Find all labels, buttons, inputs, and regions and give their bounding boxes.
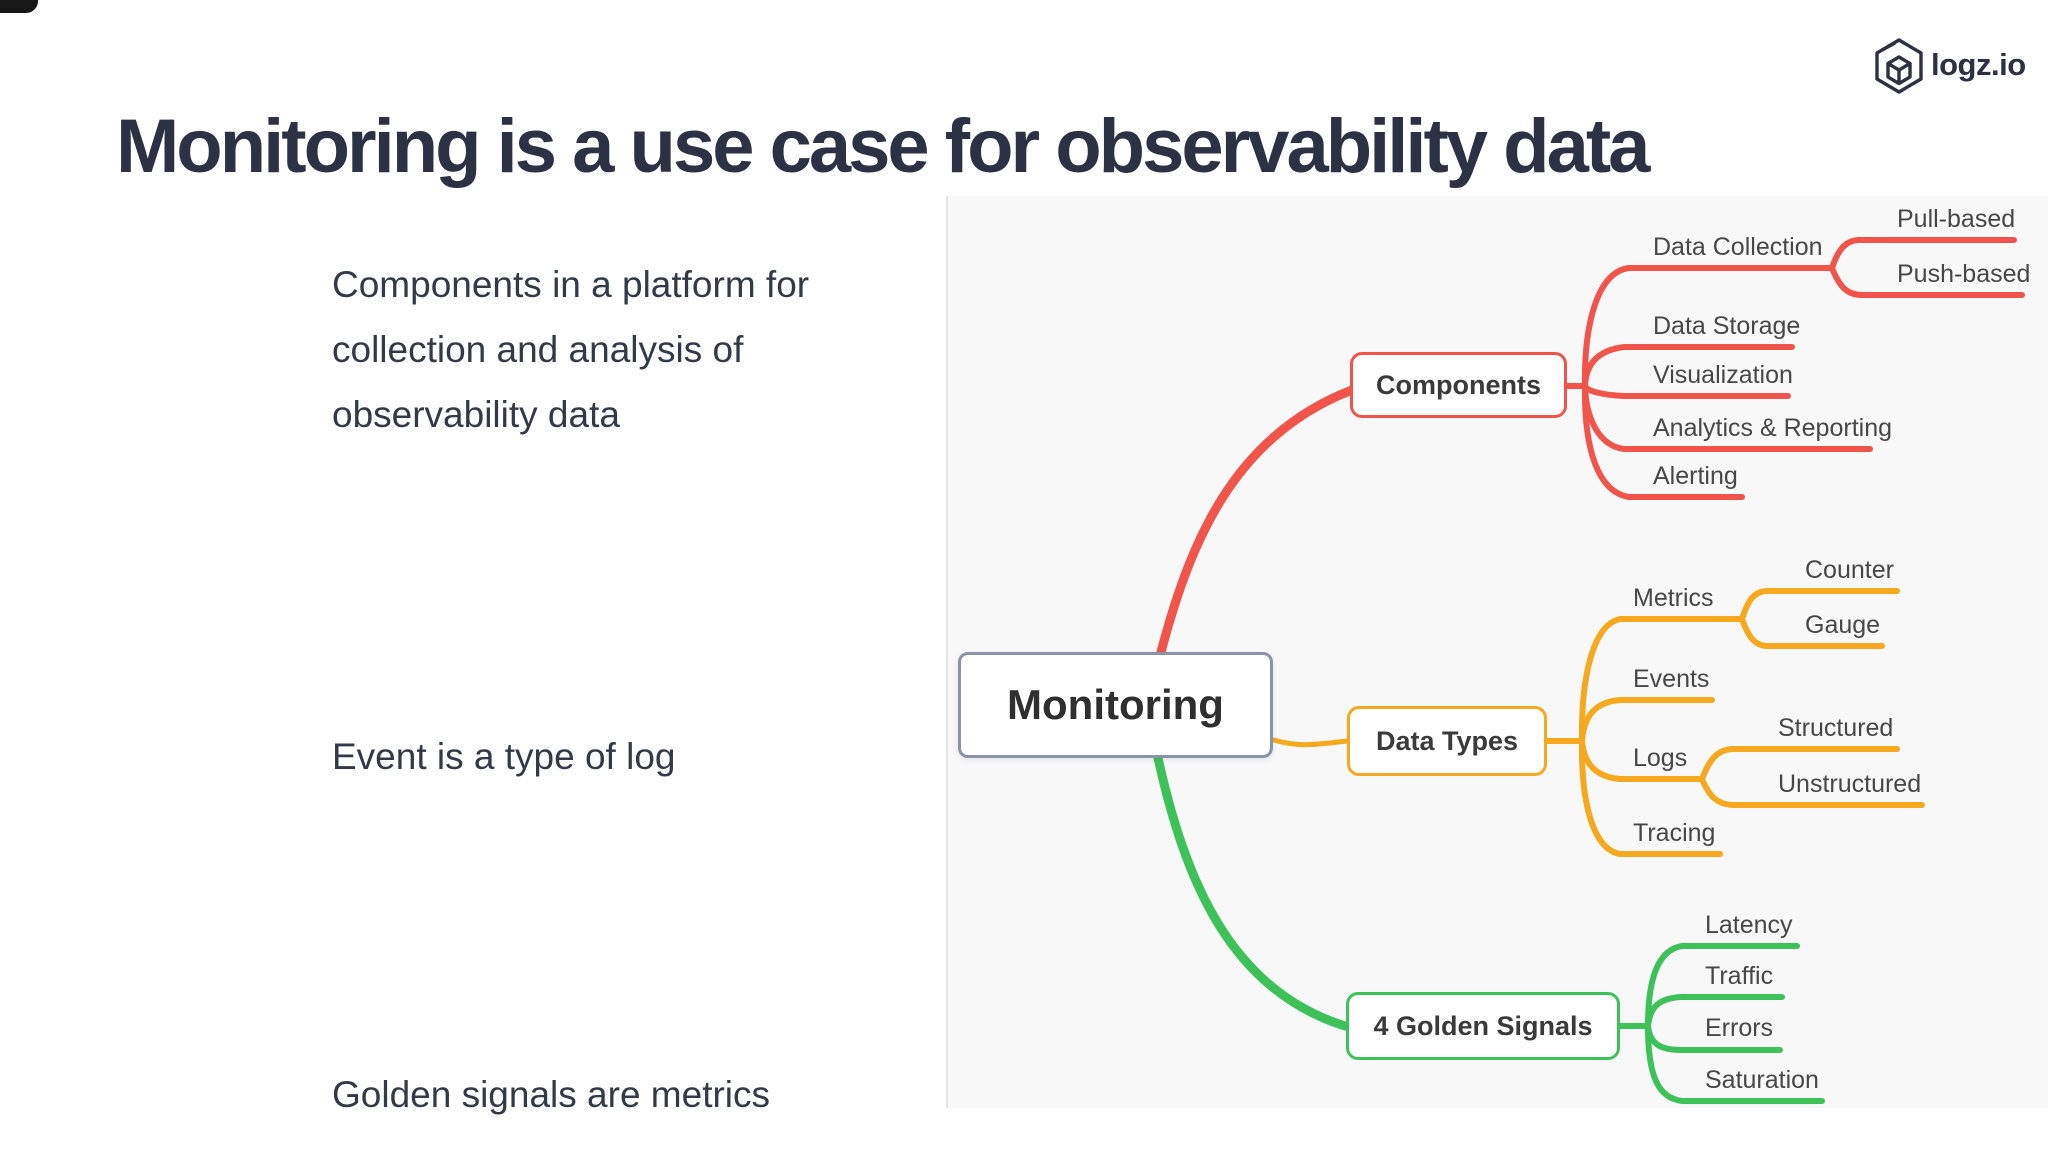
leaf-counter: Counter [1805,556,1894,584]
node-golden-signals: 4 Golden Signals [1346,992,1620,1060]
leaf-visualization: Visualization [1653,361,1793,389]
leaf-latency: Latency [1705,911,1793,939]
logzio-logo-text: logz.io [1931,47,2026,82]
leaf-data-storage: Data Storage [1653,312,1801,340]
leaf-saturation: Saturation [1705,1066,1819,1094]
leaf-logs: Logs [1633,744,1688,772]
logzio-logo-icon [1875,38,1923,94]
leaf-gauge: Gauge [1805,611,1881,639]
screen-corner-mark [0,0,38,13]
vertical-divider [946,196,948,1108]
leaf-tracing: Tracing [1633,819,1716,847]
note-components-definition: Components in a platform for collection … [332,264,810,436]
leaf-events: Events [1633,665,1710,693]
leaf-errors: Errors [1705,1014,1774,1042]
leaf-structured: Structured [1778,714,1894,742]
node-components: Components [1350,352,1567,418]
leaf-data-collection: Data Collection [1653,233,1823,261]
leaf-push-based: Push-based [1897,260,2031,288]
note-event-log: Event is a type of log [332,736,676,777]
leaf-pull-based: Pull-based [1897,205,2016,233]
node-monitoring: Monitoring [958,652,1273,758]
leaf-metrics: Metrics [1633,584,1714,612]
note-golden-signals: Golden signals are metrics [332,1074,771,1115]
page-title: Monitoring is a use case for observabili… [116,103,1650,189]
logzio-logo: logz.io [1872,36,2026,94]
leaf-analytics-reporting: Analytics & Reporting [1653,414,1893,442]
leaf-unstructured: Unstructured [1778,770,1922,798]
node-data-types: Data Types [1347,706,1547,776]
leaf-alerting: Alerting [1653,462,1738,490]
leaf-traffic: Traffic [1705,962,1774,990]
